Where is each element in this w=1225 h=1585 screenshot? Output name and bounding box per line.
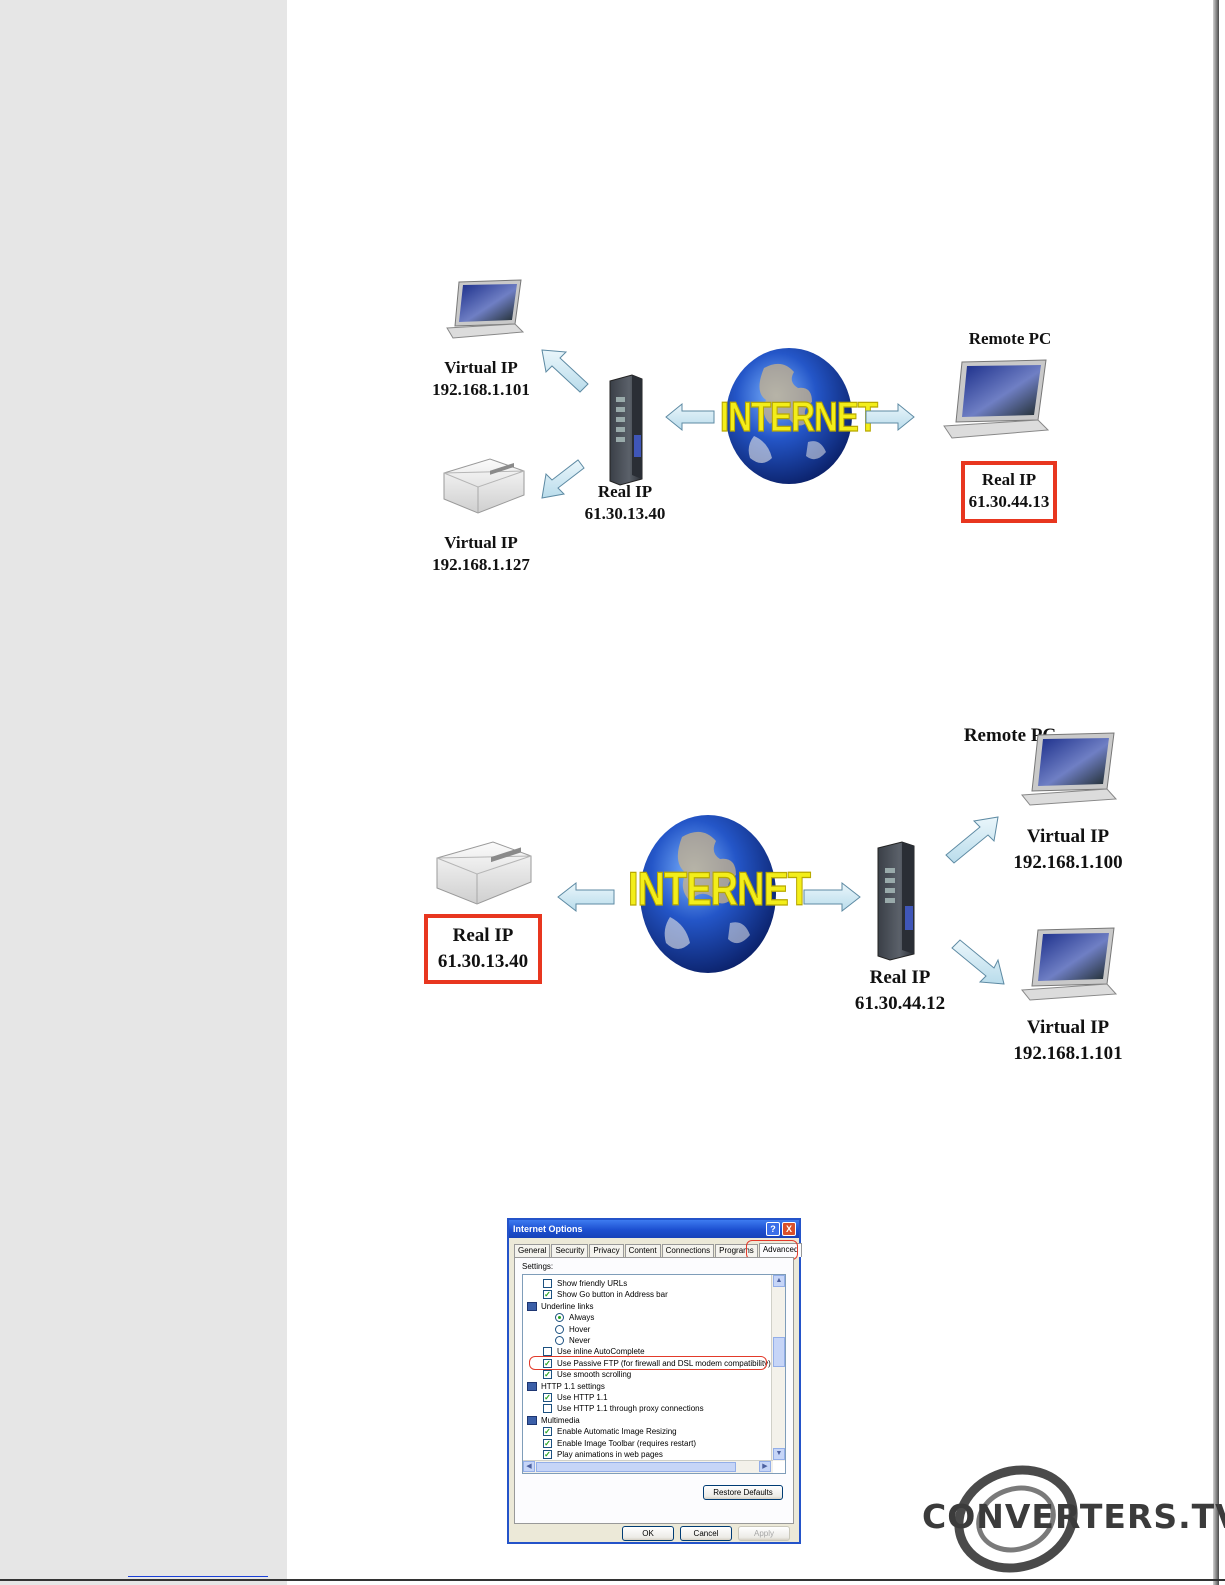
settings-label: Settings: bbox=[522, 1262, 554, 1271]
settings-item-label: Use Passive FTP (for firewall and DSL mo… bbox=[557, 1358, 771, 1368]
media-device-icon bbox=[443, 458, 525, 514]
arrow-icon bbox=[557, 881, 615, 913]
advanced-panel: Settings: ▲ ▼ ◀ ▶ Show friendly URLs ✓ Sho… bbox=[514, 1257, 794, 1524]
scroll-right-icon[interactable]: ▶ bbox=[759, 1461, 771, 1472]
converters-logo: CONVERTERS.TV bbox=[922, 1497, 1225, 1536]
settings-item-label: Enable Automatic Image Resizing bbox=[557, 1427, 677, 1437]
settings-item-label: Show friendly URLs bbox=[557, 1279, 628, 1288]
close-button[interactable]: X bbox=[782, 1222, 796, 1236]
settings-list: ▲ ▼ ◀ ▶ Show friendly URLs ✓ Show Go butto… bbox=[522, 1274, 786, 1474]
arrow-icon bbox=[865, 402, 915, 432]
settings-item-label: Use smooth scrolling bbox=[557, 1370, 632, 1380]
tab-content[interactable]: Content bbox=[624, 1244, 661, 1257]
laptop-icon bbox=[1021, 927, 1118, 1001]
checkbox-checked-icon[interactable]: ✓ bbox=[543, 1450, 552, 1459]
arrow-icon bbox=[951, 939, 1005, 985]
footer-rule bbox=[0, 1579, 1225, 1581]
help-button[interactable]: ? bbox=[766, 1222, 780, 1236]
tab-advanced[interactable]: Advanced bbox=[758, 1243, 803, 1257]
globe-icon bbox=[640, 815, 776, 973]
tab-privacy[interactable]: Privacy bbox=[589, 1244, 624, 1257]
horizontal-scroll-thumb[interactable] bbox=[536, 1462, 736, 1472]
checkbox-checked-icon[interactable]: ✓ bbox=[543, 1393, 552, 1402]
globe-icon bbox=[726, 348, 852, 484]
settings-item-label: Always bbox=[569, 1313, 595, 1323]
tab-security[interactable]: Security bbox=[551, 1244, 589, 1257]
arrow-icon bbox=[541, 459, 585, 499]
internet-options-dialog: Internet Options ? X General Security Pr… bbox=[507, 1218, 803, 1544]
settings-item-label: Hover bbox=[569, 1324, 591, 1334]
remote-pc-title: Remote PC bbox=[968, 329, 1052, 348]
settings-item-label: Use HTTP 1.1 bbox=[557, 1393, 608, 1402]
scroll-up-icon[interactable]: ▲ bbox=[773, 1275, 785, 1287]
real-ip-label: Real IP 61.30.13.40 bbox=[437, 925, 529, 972]
scroll-down-icon[interactable]: ▼ bbox=[773, 1448, 785, 1460]
router-icon bbox=[609, 374, 643, 486]
converters-logo-icon bbox=[954, 1465, 1078, 1573]
page-sidebar bbox=[0, 0, 287, 1585]
settings-item-label: Underline links bbox=[541, 1301, 594, 1311]
settings-group-icon bbox=[527, 1415, 537, 1425]
settings-item-label: Use inline AutoComplete bbox=[557, 1347, 645, 1357]
checkbox-icon[interactable] bbox=[543, 1404, 552, 1414]
real-ip-label: Real IP 61.30.44.12 bbox=[854, 967, 946, 1014]
checkbox-checked-icon[interactable]: ✓ bbox=[543, 1358, 552, 1368]
passive-ftp-highlight-ring bbox=[529, 1355, 767, 1370]
arrow-icon bbox=[665, 402, 715, 432]
settings-item-label: HTTP 1.1 settings bbox=[541, 1381, 605, 1391]
settings-item-label: Enable Image Toolbar (requires restart) bbox=[557, 1438, 697, 1448]
restore-defaults-button[interactable]: Restore Defaults bbox=[703, 1485, 783, 1500]
page-edge-shadow bbox=[1213, 0, 1219, 1585]
horizontal-scrollbar[interactable]: ◀ ▶ bbox=[523, 1460, 773, 1473]
dialog-title: Internet Options bbox=[513, 1224, 583, 1234]
laptop-icon bbox=[943, 359, 1050, 439]
radio-selected-icon[interactable] bbox=[555, 1313, 564, 1323]
virtual-ip-label: Virtual IP 192.168.1.101 bbox=[432, 358, 530, 399]
settings-item-label: Use HTTP 1.1 through proxy connections bbox=[557, 1404, 704, 1414]
virtual-ip-label: Virtual IP 192.168.1.100 bbox=[1013, 826, 1123, 873]
virtual-ip-label: Virtual IP 192.168.1.127 bbox=[432, 533, 530, 574]
highlight-box bbox=[424, 914, 542, 984]
tab-strip: General Security Privacy Content Connect… bbox=[514, 1243, 803, 1257]
footer-link-underline bbox=[128, 1576, 268, 1577]
laptop-icon bbox=[446, 279, 525, 339]
checkbox-checked-icon[interactable]: ✓ bbox=[543, 1427, 552, 1437]
real-ip-label: Real IP 61.30.13.40 bbox=[584, 482, 666, 523]
tab-programs[interactable]: Programs bbox=[715, 1244, 758, 1257]
checkbox-checked-icon[interactable]: ✓ bbox=[543, 1370, 552, 1380]
tab-connections[interactable]: Connections bbox=[661, 1244, 715, 1257]
apply-button[interactable]: Apply bbox=[738, 1526, 790, 1541]
radio-icon[interactable] bbox=[555, 1336, 564, 1345]
scroll-thumb[interactable] bbox=[773, 1337, 785, 1367]
internet-label: INTERNET bbox=[720, 393, 879, 441]
scroll-left-icon[interactable]: ◀ bbox=[523, 1461, 535, 1472]
settings-group-icon bbox=[527, 1381, 537, 1391]
checkbox-checked-icon[interactable]: ✓ bbox=[543, 1290, 552, 1300]
settings-item-label: Multimedia bbox=[541, 1415, 580, 1425]
checkbox-icon[interactable] bbox=[543, 1279, 552, 1288]
ok-button[interactable]: OK bbox=[622, 1526, 674, 1541]
tab-general[interactable]: General bbox=[514, 1244, 551, 1257]
virtual-ip-label: Virtual IP 192.168.1.101 bbox=[1013, 1017, 1123, 1064]
laptop-icon bbox=[1021, 732, 1118, 806]
arrow-icon bbox=[803, 881, 861, 913]
real-ip-label: Real IP 61.30.44.13 bbox=[968, 470, 1050, 511]
internet-label: INTERNET bbox=[628, 863, 812, 917]
arrow-icon bbox=[945, 816, 999, 864]
vertical-scrollbar[interactable]: ▲ ▼ bbox=[771, 1275, 785, 1461]
settings-item-label: Never bbox=[569, 1336, 591, 1345]
settings-item-label: Show Go button in Address bar bbox=[557, 1290, 668, 1300]
radio-icon[interactable] bbox=[555, 1324, 564, 1334]
settings-item-label: Play animations in web pages bbox=[557, 1450, 663, 1459]
media-device-icon bbox=[436, 841, 532, 905]
arrow-icon bbox=[541, 349, 589, 393]
remote-pc-title: Remote PC bbox=[963, 725, 1057, 746]
cancel-button[interactable]: Cancel bbox=[680, 1526, 732, 1541]
settings-group-icon bbox=[527, 1301, 537, 1311]
dialog-titlebar: Internet Options ? X bbox=[509, 1220, 799, 1238]
highlight-box bbox=[961, 461, 1057, 523]
checkbox-checked-icon[interactable]: ✓ bbox=[543, 1438, 552, 1448]
router-icon bbox=[877, 841, 915, 961]
